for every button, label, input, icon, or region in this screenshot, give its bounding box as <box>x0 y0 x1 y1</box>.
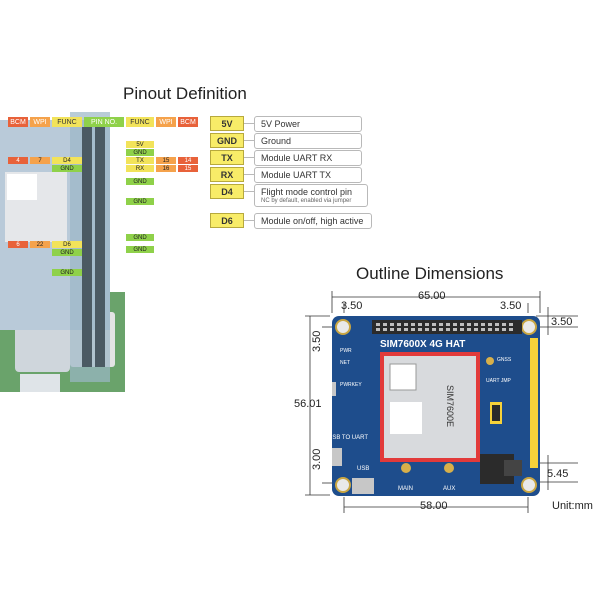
legend-row-rx: RX Module UART TX <box>210 166 362 183</box>
pin-d6: D6 <box>52 241 82 248</box>
pin-gnd-2: GND <box>126 178 154 185</box>
label-usb: USB <box>357 466 370 472</box>
legend-desc-d4: Flight mode control pin NC by default, e… <box>254 184 368 207</box>
pin-gnd-left-2: GND <box>52 249 82 256</box>
legend-tag: GND <box>210 133 244 148</box>
pin-gnd-4: GND <box>126 234 154 241</box>
label-pwrkey: PWRKEY <box>340 382 362 388</box>
header-pin-no: PIN NO. <box>84 117 124 127</box>
header-func-left: FUNC <box>52 117 82 127</box>
pin-5v: 5V <box>126 141 154 148</box>
label-aux: AUX <box>443 486 456 492</box>
chip-label: SIM7600E <box>445 385 455 428</box>
pin-bcm-6: 6 <box>8 241 28 248</box>
legend-desc: 5V Power <box>254 115 362 132</box>
dim-top-left: 3.50 <box>341 300 363 312</box>
pin-wpi-7: 7 <box>30 157 50 164</box>
label-net: NET <box>340 360 350 366</box>
legend-tag: RX <box>210 167 244 182</box>
label-pwr: PWR <box>340 348 352 354</box>
dimension-lines <box>305 291 578 513</box>
pin-gnd-3: GND <box>126 198 154 205</box>
header-func-right: FUNC <box>126 117 154 127</box>
board-icon <box>326 316 540 496</box>
pin-wpi-22: 22 <box>30 241 50 248</box>
legend-row-tx: TX Module UART RX <box>210 149 362 166</box>
legend-tag: TX <box>210 150 244 165</box>
dim-left-bottom: 3.00 <box>311 448 323 470</box>
legend-tag: D6 <box>210 213 244 228</box>
pin-wpi-16: 16 <box>156 165 176 172</box>
legend-desc: Module on/off, high active <box>254 212 372 229</box>
pin-gnd-left-3: GND <box>52 269 82 276</box>
legend-desc: Ground <box>254 132 362 149</box>
pin-gnd-5: GND <box>126 246 154 253</box>
header-bcm-right: BCM <box>178 117 198 127</box>
pin-bcm-14: 14 <box>178 157 198 164</box>
dim-right-bottom: 5.45 <box>547 468 569 480</box>
legend-tag: D4 <box>210 184 244 199</box>
pin-bcm-15: 15 <box>178 165 198 172</box>
label-usb-to-uart: USB TO UART <box>328 435 369 441</box>
dim-right-top: 3.50 <box>551 316 573 328</box>
pin-tx: TX <box>126 157 154 164</box>
dim-bottom-width: 58.00 <box>420 500 448 512</box>
pin-wpi-15: 15 <box>156 157 176 164</box>
legend-row-d6: D6 Module on/off, high active <box>210 212 372 229</box>
board-name: SIM7600X 4G HAT <box>380 339 466 350</box>
legend-row-5v: 5V 5V Power <box>210 115 362 132</box>
hat-board <box>326 316 540 496</box>
pin-gnd-left-1: GND <box>52 165 82 172</box>
dim-left-top: 3.50 <box>311 330 323 352</box>
legend-row-gnd: GND Ground <box>210 132 362 149</box>
dim-top-width: 65.00 <box>418 290 446 302</box>
header-wpi-right: WPI <box>156 117 176 127</box>
dim-left-height: 56.01 <box>294 398 322 410</box>
header-wpi-left: WPI <box>30 117 50 127</box>
label-main: MAIN <box>398 486 413 492</box>
unit-label: Unit:mm <box>552 500 593 512</box>
header-bcm-left: BCM <box>8 117 28 127</box>
outline-title: Outline Dimensions <box>356 264 504 283</box>
dim-top-right: 3.50 <box>500 300 522 312</box>
pinout-title: Pinout Definition <box>123 84 247 103</box>
legend-note: NC by default, enabled via jumper <box>261 198 352 204</box>
label-uart-jmp: UART JMP <box>486 378 511 384</box>
pin-bcm-4: 4 <box>8 157 28 164</box>
legend-desc: Module UART RX <box>254 149 362 166</box>
legend-tag: 5V <box>210 116 244 131</box>
legend-row-d4: D4 Flight mode control pin NC by default… <box>210 184 368 208</box>
pin-d4: D4 <box>52 157 82 164</box>
pin-rx: RX <box>126 165 154 172</box>
pin-gnd-1: GND <box>126 149 154 156</box>
legend-desc: Module UART TX <box>254 166 362 183</box>
legend-desc: Flight mode control pin <box>261 187 353 197</box>
label-gnss: GNSS <box>497 357 512 363</box>
